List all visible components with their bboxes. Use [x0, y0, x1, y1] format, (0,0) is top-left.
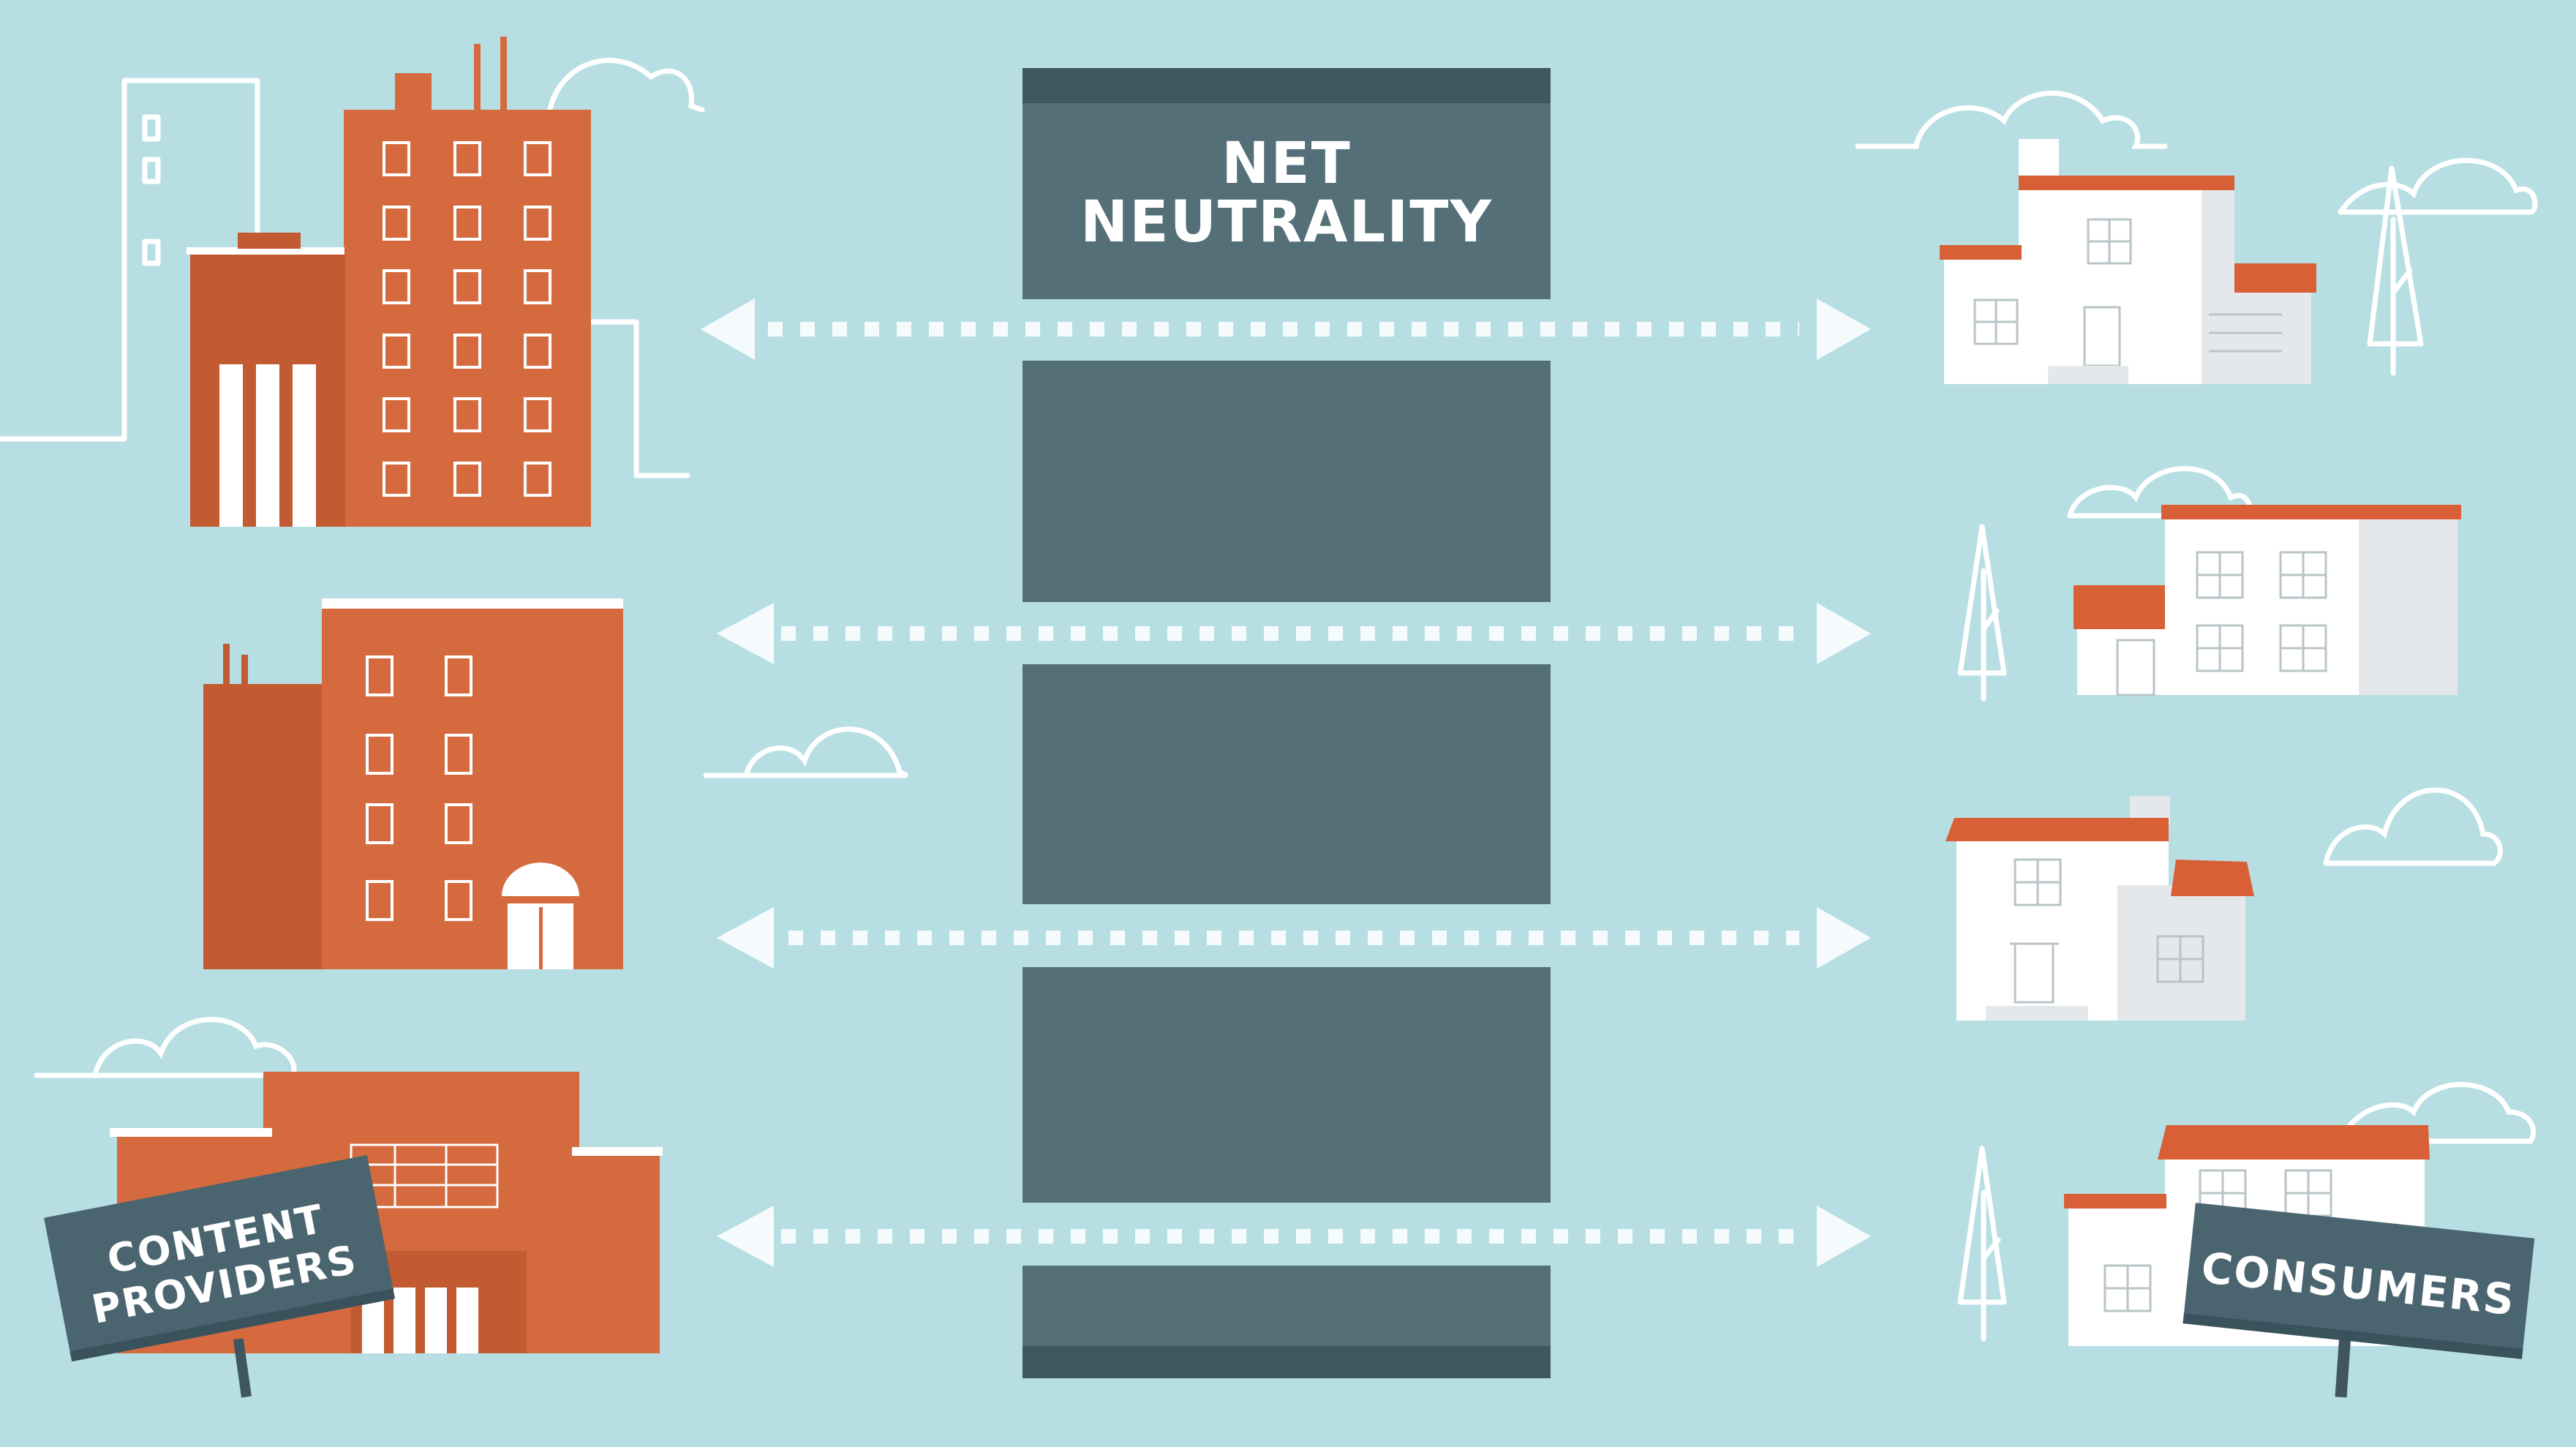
tree-icon	[1957, 1146, 2007, 1342]
sign-consumers: CONSUMERS	[2183, 1203, 2535, 1398]
sketch-window	[142, 157, 161, 184]
house-icon	[1946, 796, 2254, 1021]
cloud-icon	[546, 58, 705, 120]
tower-cap	[1023, 68, 1551, 103]
arrow-icon	[717, 603, 1871, 664]
sign-content-providers: CONTENT PROVIDERS	[44, 1154, 395, 1398]
sketch-building-outline	[0, 78, 260, 442]
tower-block	[1023, 664, 1551, 904]
tree-icon	[2367, 165, 2424, 376]
content-providers: CONTENT PROVIDERS	[44, 37, 663, 1398]
consumers: CONSUMERS	[1940, 139, 2535, 1398]
tower-title-block	[1023, 103, 1551, 299]
trees	[1957, 165, 2424, 1342]
background-sketches	[0, 78, 690, 478]
tower-block	[1023, 967, 1551, 1203]
title-line1: NET	[1221, 131, 1352, 197]
clouds	[34, 58, 2538, 1144]
net-neutrality-tower: NET NEUTRALITY	[1023, 68, 1551, 1378]
sketch-window	[142, 238, 161, 266]
house-icon	[1940, 139, 2316, 384]
tower-block	[1023, 361, 1551, 602]
arrow-icon	[717, 907, 1871, 969]
cloud-icon	[2067, 466, 2253, 519]
cloud-icon	[703, 726, 908, 778]
building-icon	[187, 37, 591, 527]
arrow-icon	[717, 1206, 1871, 1267]
cloud-icon	[34, 1017, 297, 1078]
sketch-line	[590, 319, 690, 478]
title-line2: NEUTRALITY	[1080, 189, 1493, 255]
cloud-icon	[1855, 91, 2168, 149]
building-icon	[203, 598, 623, 969]
sketch-window	[142, 114, 161, 142]
cloud-icon	[2338, 1082, 2537, 1144]
tower-base	[1023, 1346, 1551, 1378]
tree-icon	[1957, 524, 2007, 702]
house-icon	[2074, 505, 2461, 696]
cloud-icon	[2323, 787, 2503, 866]
tower-block	[1023, 1266, 1551, 1346]
cloud-icon	[2338, 157, 2538, 215]
connection-arrows	[701, 298, 1871, 1267]
arrow-icon	[701, 298, 1871, 360]
